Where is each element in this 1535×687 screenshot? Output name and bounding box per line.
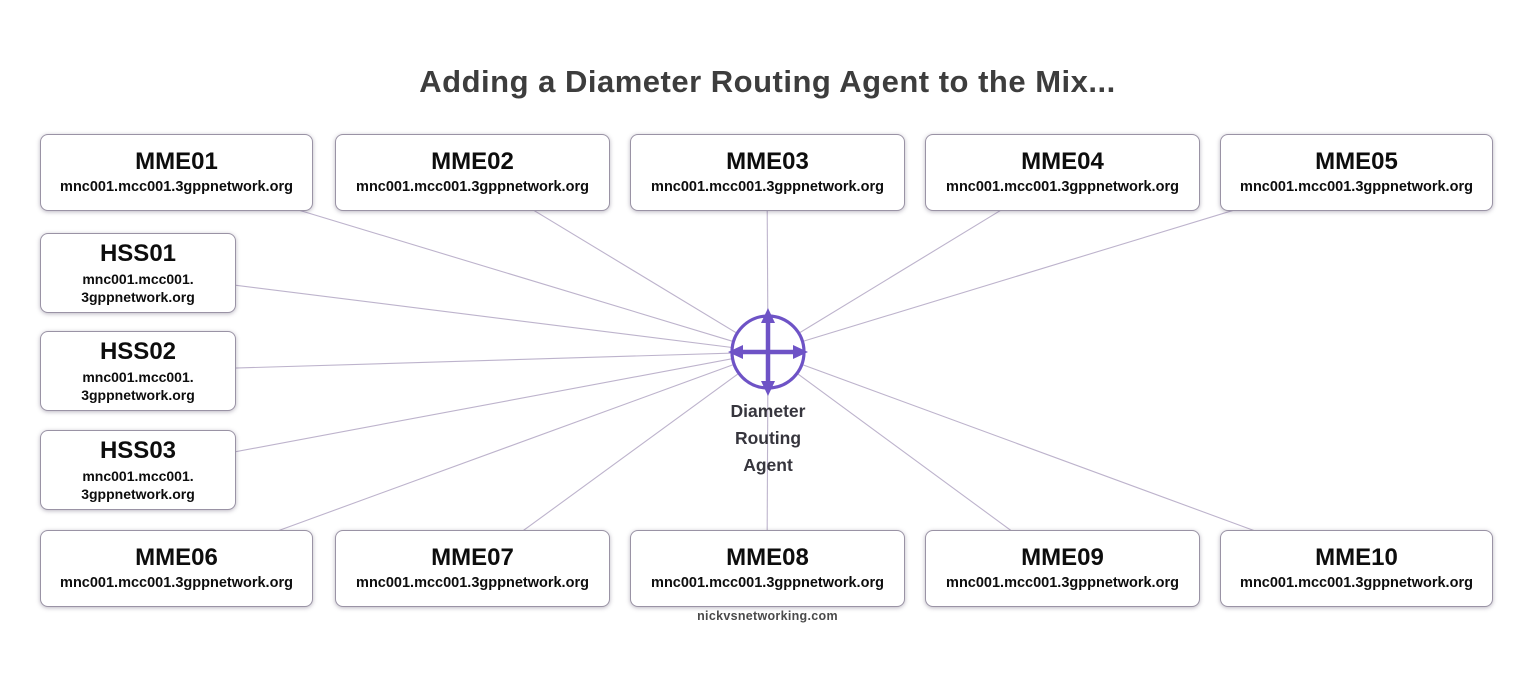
node-mme03: MME03 mnc001.mcc001.3gppnetwork.org (630, 134, 905, 211)
node-mme08: MME08 mnc001.mcc001.3gppnetwork.org (630, 530, 905, 607)
node-domain: mnc001.mcc001. 3gppnetwork.org (81, 270, 195, 305)
watermark: nickvsnetworking.com (697, 609, 838, 623)
node-label: MME03 (726, 148, 809, 175)
node-label: MME05 (1315, 148, 1398, 175)
node-domain: mnc001.mcc001.3gppnetwork.org (356, 575, 589, 591)
node-domain: mnc001.mcc001.3gppnetwork.org (1240, 179, 1473, 195)
node-domain: mnc001.mcc001.3gppnetwork.org (60, 179, 293, 195)
node-label: MME01 (135, 148, 218, 175)
node-mme02: MME02 mnc001.mcc001.3gppnetwork.org (335, 134, 610, 211)
node-mme10: MME10 mnc001.mcc001.3gppnetwork.org (1220, 530, 1493, 607)
diameter-routing-agent-label: Diameter Routing Agent (730, 401, 806, 475)
node-label: MME07 (431, 544, 514, 571)
node-domain: mnc001.mcc001. 3gppnetwork.org (81, 368, 195, 403)
node-mme05: MME05 mnc001.mcc001.3gppnetwork.org (1220, 134, 1493, 211)
node-hss03: HSS03 mnc001.mcc001. 3gppnetwork.org (40, 430, 236, 510)
node-domain: mnc001.mcc001.3gppnetwork.org (356, 179, 589, 195)
node-mme09: MME09 mnc001.mcc001.3gppnetwork.org (925, 530, 1200, 607)
node-domain: mnc001.mcc001.3gppnetwork.org (651, 575, 884, 591)
node-domain: mnc001.mcc001.3gppnetwork.org (1240, 575, 1473, 591)
node-mme06: MME06 mnc001.mcc001.3gppnetwork.org (40, 530, 313, 607)
node-label: HSS02 (99, 337, 177, 365)
node-mme07: MME07 mnc001.mcc001.3gppnetwork.org (335, 530, 610, 607)
node-mme01: MME01 mnc001.mcc001.3gppnetwork.org (40, 134, 313, 211)
node-domain: mnc001.mcc001.3gppnetwork.org (946, 575, 1179, 591)
node-mme04: MME04 mnc001.mcc001.3gppnetwork.org (925, 134, 1200, 211)
page-title: Adding a Diameter Routing Agent to the M… (419, 64, 1116, 99)
diameter-routing-agent-icon (728, 308, 808, 396)
node-hss02: HSS02 mnc001.mcc001. 3gppnetwork.org (40, 331, 236, 411)
node-domain: mnc001.mcc001.3gppnetwork.org (60, 575, 293, 591)
node-label: MME02 (431, 148, 514, 175)
node-domain: mnc001.mcc001.3gppnetwork.org (946, 179, 1179, 195)
node-label: HSS03 (99, 436, 177, 464)
node-domain: mnc001.mcc001. 3gppnetwork.org (81, 467, 195, 502)
node-label: HSS01 (99, 239, 177, 267)
node-label: MME04 (1021, 148, 1104, 175)
node-label: MME08 (726, 544, 809, 571)
node-label: MME10 (1315, 544, 1398, 571)
node-label: MME09 (1021, 544, 1104, 571)
node-hss01: HSS01 mnc001.mcc001. 3gppnetwork.org (40, 233, 236, 313)
node-domain: mnc001.mcc001.3gppnetwork.org (651, 179, 884, 195)
node-label: MME06 (135, 544, 218, 571)
